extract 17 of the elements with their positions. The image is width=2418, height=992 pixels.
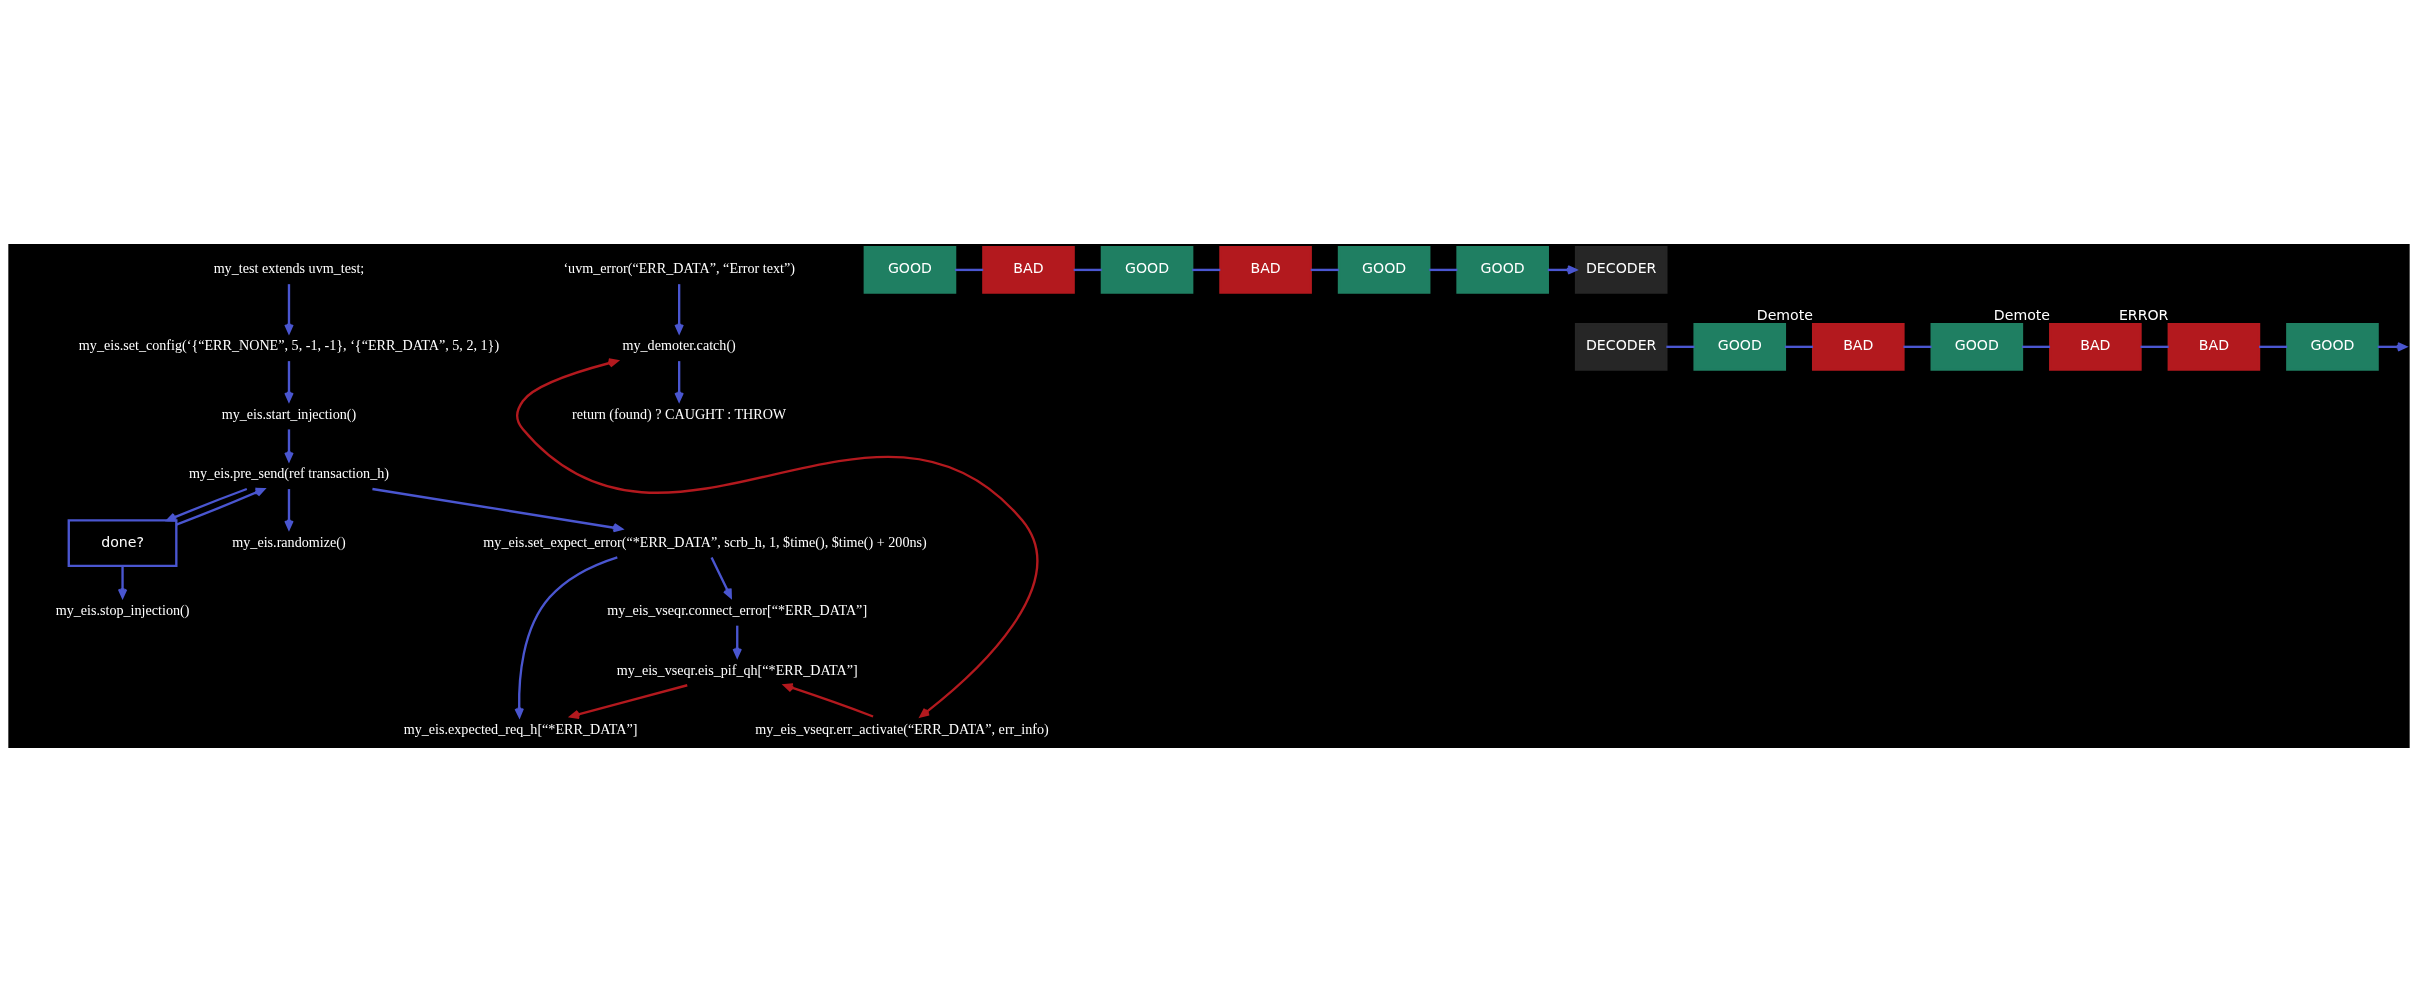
node-text: my_test extends uvm_test;: [213, 260, 365, 277]
node-text: ‘uvm_error(“ERR_DATA”, “Error text”): [563, 260, 795, 277]
node-text: my_eis_vseqr.err_activate(“ERR_DATA”, err_info): [755, 721, 1049, 738]
node-text: my_eis_vseqr.eis_pif_qh[“*ERR_DATA”]: [616, 661, 858, 678]
node-text: return (found) ? CAUGHT : THROW: [572, 405, 787, 422]
node-text: my_eis.start_injection(): [221, 405, 357, 422]
node-text: my_eis.set_config(‘{“ERR_NONE”, 5, -1, -1}, ‘{“ERR_DATA”, 5, 2, 1}): [78, 337, 500, 354]
node-label: Demote: [1993, 306, 2051, 323]
node-text: my_eis.randomize(): [232, 533, 346, 550]
node-text: my_eis.stop_injection(): [55, 601, 190, 618]
node-label: Demote: [1756, 306, 1813, 323]
node-text: my_eis.pre_send(ref transaction_h): [188, 465, 389, 482]
node-label: ERROR: [2118, 306, 2169, 323]
node-text: my_eis_vseqr.connect_error[“*ERR_DATA”]: [607, 601, 868, 618]
node-text: my_eis.set_expect_error(“*ERR_DATA”, scrb_h, 1, $time(), $time() + 200ns): [483, 533, 927, 550]
node-text: my_eis.expected_req_h[“*ERR_DATA”]: [403, 721, 638, 738]
node-text: my_demoter.catch(): [622, 337, 736, 354]
